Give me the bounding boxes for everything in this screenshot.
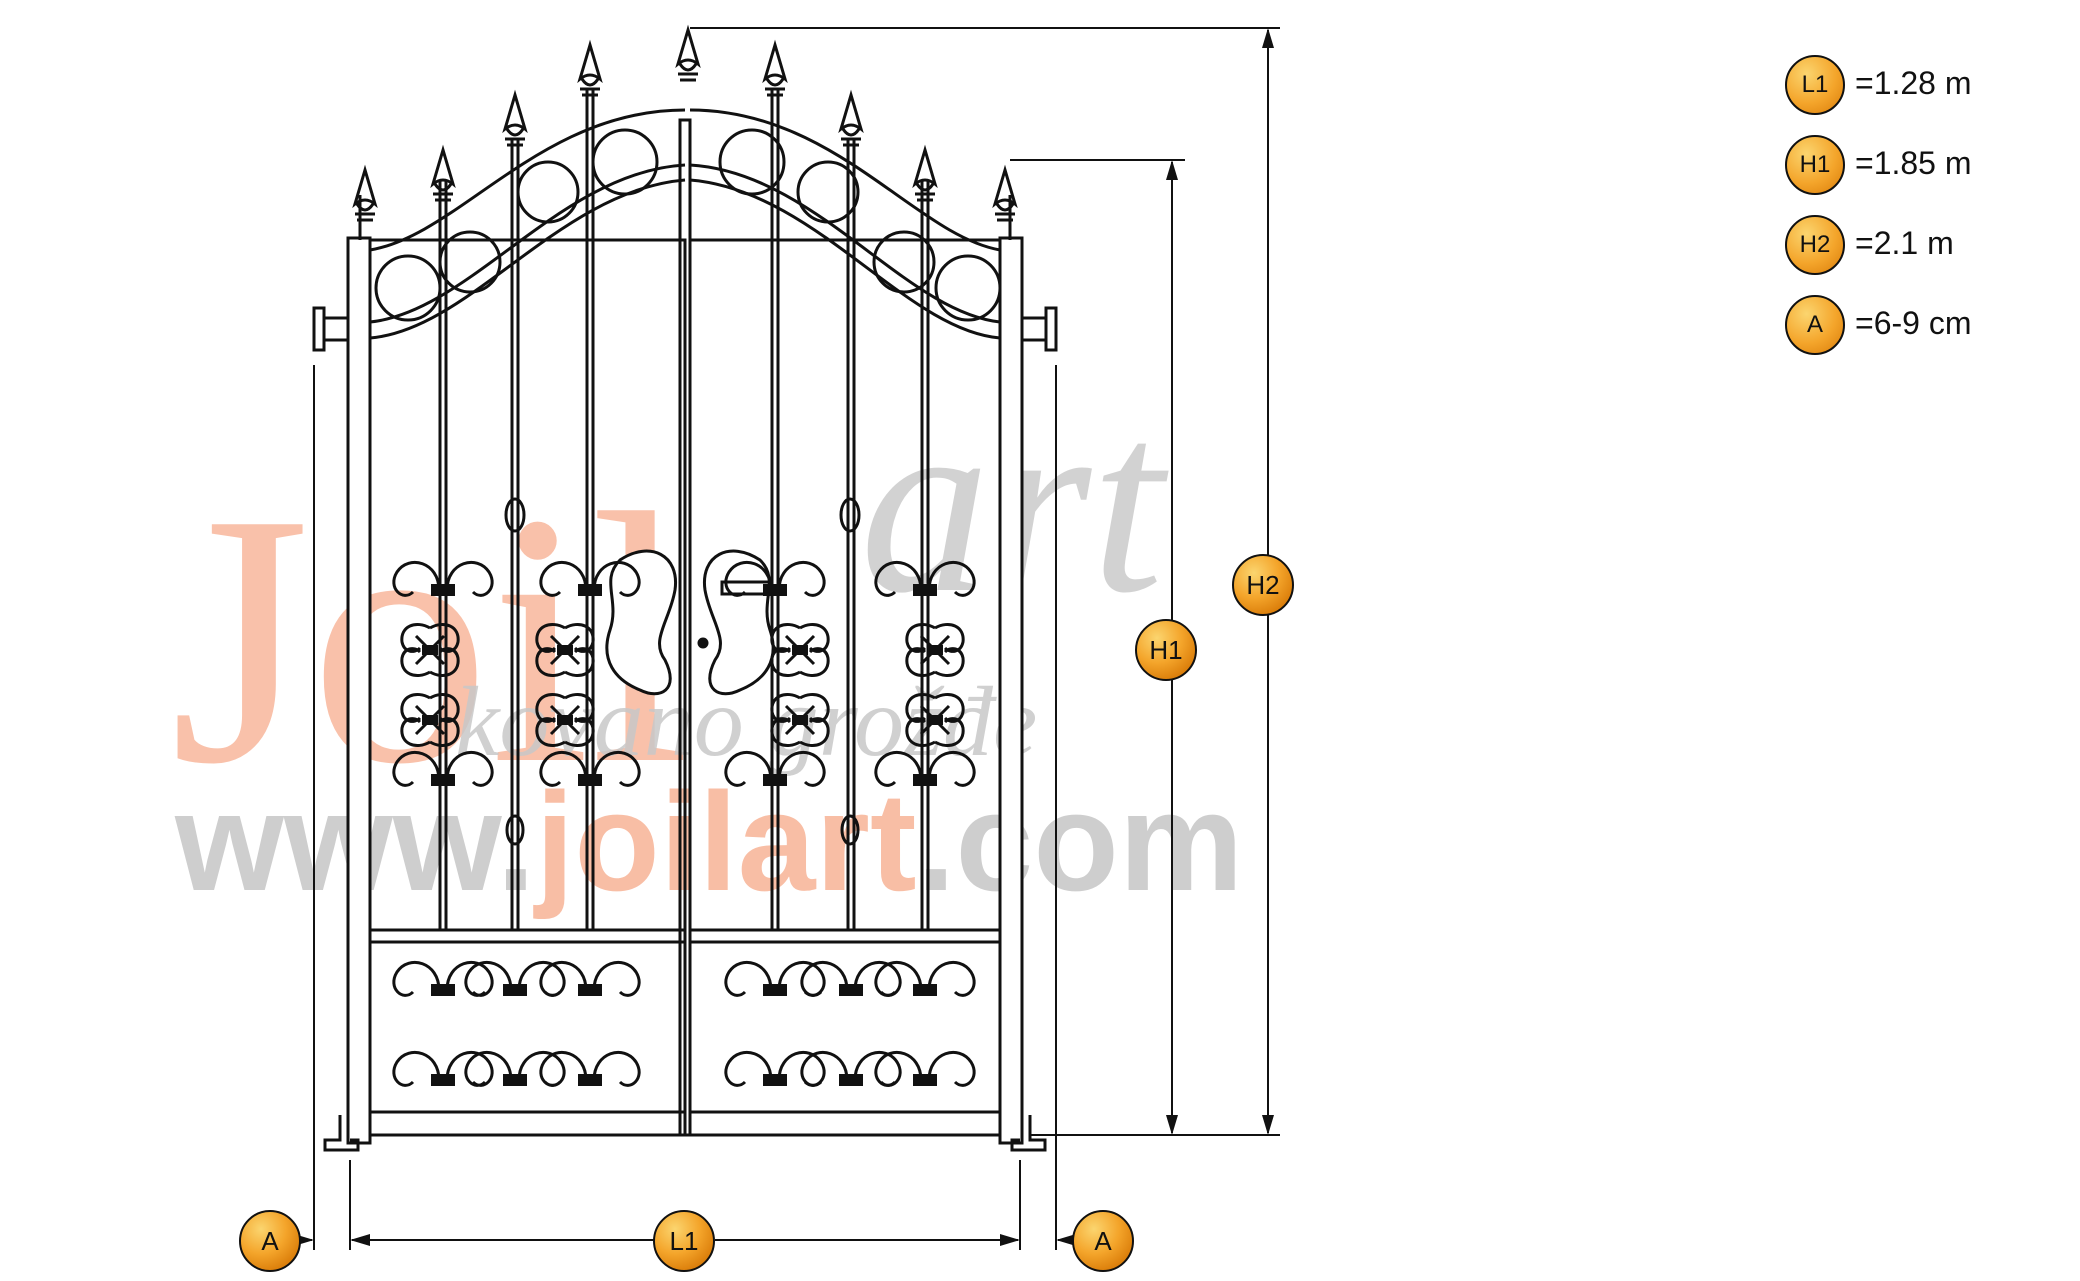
watermark-brand-joil: Joil	[170, 439, 690, 838]
dimension-legend: L1 =1.28 m H1 =1.85 m H2 =2.1 m A =6-9 c…	[1785, 55, 2055, 375]
dimension-badge-a-left: A	[239, 1210, 301, 1272]
legend-value-a: =6-9 cm	[1855, 305, 1972, 341]
dimension-badge-a-right: A	[1072, 1210, 1134, 1272]
dimension-badge-l1: L1	[653, 1210, 715, 1272]
badge-label: H2	[1246, 570, 1279, 600]
legend-value-h1: =1.85 m	[1855, 145, 1972, 181]
legend-row-h1: H1 =1.85 m	[1785, 135, 2055, 215]
right-post	[998, 236, 1024, 1145]
legend-value-h2: =2.1 m	[1855, 225, 1954, 261]
legend-badge-h2: H2	[1785, 215, 1845, 275]
badge-label: L1	[670, 1226, 699, 1256]
finials	[353, 28, 1017, 222]
left-post	[346, 236, 372, 1145]
legend-badge-h1: H1	[1785, 135, 1845, 195]
legend-badge-a: A	[1785, 295, 1845, 355]
legend-badge-l1: L1	[1785, 55, 1845, 115]
legend-row-l1: L1 =1.28 m	[1785, 55, 2055, 135]
legend-row-a: A =6-9 cm	[1785, 295, 2055, 375]
badge-label: H1	[1149, 635, 1182, 665]
watermark-url-brand: joilart	[532, 763, 916, 920]
legend-value-l1: =1.28 m	[1855, 65, 1972, 101]
watermark-url: www.joilart.com	[174, 763, 1243, 920]
dimension-badge-h1: H1	[1135, 619, 1197, 681]
dimension-lines	[294, 27, 1280, 1250]
dimension-badge-h2: H2	[1232, 554, 1294, 616]
legend-row-h2: H2 =2.1 m	[1785, 215, 2055, 295]
badge-label: A	[261, 1226, 279, 1256]
watermark-url-suffix: .com	[917, 763, 1244, 920]
gate-drawing	[312, 90, 1058, 1152]
badge-label: A	[1094, 1226, 1112, 1256]
